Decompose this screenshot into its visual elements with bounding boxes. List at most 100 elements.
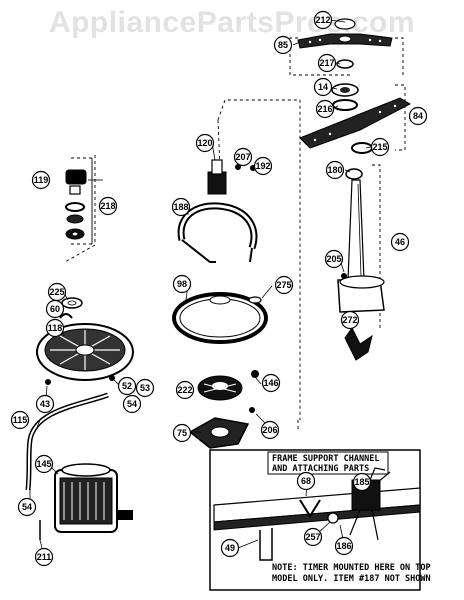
label-120: 120 [195, 133, 215, 153]
label-215: 215 [370, 137, 390, 157]
label-75: 75 [172, 423, 192, 443]
label-275: 275 [274, 275, 294, 295]
label-185: 185 [352, 472, 372, 492]
label-60: 60 [45, 299, 65, 319]
svg-text:68: 68 [301, 476, 311, 486]
label-145: 145 [34, 454, 54, 474]
label-192: 192 [253, 156, 273, 176]
screw-206 [249, 407, 255, 413]
bearing-14 [331, 83, 359, 97]
inset-note-line2: MODEL ONLY. ITEM #187 NOT SHOWN [272, 574, 431, 584]
motor-mount-plate [36, 323, 134, 381]
label-68: 68 [296, 471, 316, 491]
svg-text:145: 145 [36, 459, 51, 469]
svg-text:49: 49 [225, 543, 235, 553]
svg-text:14: 14 [318, 82, 328, 92]
svg-text:207: 207 [235, 152, 250, 162]
inset-title-line2: AND ATTACHING PARTS [272, 464, 369, 474]
label-146: 146 [261, 373, 281, 393]
svg-text:46: 46 [395, 237, 405, 247]
inset-title-line1: FRAME SUPPORT CHANNEL [272, 454, 379, 464]
label-46: 46 [390, 232, 410, 252]
label-115: 115 [10, 410, 30, 430]
inset-note-line1: NOTE: TIMER MOUNTED HERE ON TOP [272, 563, 431, 573]
svg-text:115: 115 [13, 415, 28, 425]
label-54-bottom: 54 [17, 497, 37, 517]
svg-text:84: 84 [413, 111, 423, 121]
svg-text:215: 215 [372, 142, 387, 152]
svg-text:119: 119 [34, 175, 49, 185]
label-211: 211 [34, 547, 54, 567]
clip-60 [59, 313, 73, 319]
screw-205 [341, 273, 347, 279]
svg-text:53: 53 [140, 383, 150, 393]
label-257: 257 [303, 527, 323, 547]
label-222: 222 [175, 380, 195, 400]
label-218: 218 [98, 196, 118, 216]
svg-text:98: 98 [177, 279, 187, 289]
label-119: 119 [31, 170, 51, 190]
lower-spray-arm [299, 97, 412, 149]
label-118: 118 [45, 318, 65, 338]
part-labels: 212 85 217 14 216 84 215 120 207 192 119… [10, 10, 428, 567]
pump-cover-75 [188, 417, 250, 449]
label-188: 188 [171, 197, 191, 217]
svg-text:225: 225 [49, 287, 64, 297]
label-207: 207 [233, 147, 253, 167]
svg-text:118: 118 [48, 323, 63, 333]
inset-frame [209, 449, 421, 591]
svg-text:180: 180 [327, 165, 342, 175]
svg-text:205: 205 [326, 254, 341, 264]
svg-text:206: 206 [262, 425, 277, 435]
label-272: 272 [340, 310, 360, 330]
svg-text:272: 272 [342, 315, 357, 325]
washer-275 [248, 296, 262, 304]
svg-text:43: 43 [40, 399, 50, 409]
label-205: 205 [324, 249, 344, 269]
svg-text:60: 60 [50, 304, 60, 314]
label-52: 52 [117, 376, 137, 396]
svg-text:186: 186 [336, 541, 351, 551]
svg-text:85: 85 [278, 40, 288, 50]
seal-ring-98 [172, 292, 268, 344]
label-53: 53 [135, 378, 155, 398]
label-217: 217 [317, 53, 337, 73]
label-212: 212 [313, 10, 333, 30]
valve-120 [207, 159, 256, 195]
svg-text:212: 212 [315, 15, 330, 25]
impeller-222 [197, 375, 243, 401]
label-43: 43 [35, 394, 55, 414]
label-206: 206 [260, 420, 280, 440]
svg-text:120: 120 [197, 138, 212, 148]
impeller-272 [344, 327, 373, 361]
motor [39, 463, 133, 540]
pump-assembly [65, 169, 87, 240]
dashed-guides [64, 37, 406, 430]
svg-text:192: 192 [255, 161, 270, 171]
svg-text:54: 54 [127, 399, 137, 409]
ring-216 [332, 99, 358, 111]
label-216: 216 [315, 99, 335, 119]
svg-text:52: 52 [122, 381, 132, 391]
label-85: 85 [273, 35, 293, 55]
svg-text:75: 75 [177, 428, 187, 438]
label-186: 186 [334, 536, 354, 556]
svg-text:188: 188 [173, 202, 188, 212]
svg-text:257: 257 [305, 532, 320, 542]
screw-146 [251, 370, 259, 378]
svg-text:54: 54 [22, 502, 32, 512]
spray-tower-46 [337, 168, 385, 313]
upper-spray-arm [297, 18, 393, 49]
label-54-top: 54 [122, 394, 142, 414]
label-225: 225 [47, 282, 67, 302]
ring-215 [351, 142, 373, 154]
label-84: 84 [408, 106, 428, 126]
screw-43 [45, 379, 51, 385]
label-180: 180 [325, 160, 345, 180]
svg-text:218: 218 [100, 201, 115, 211]
label-49: 49 [220, 538, 240, 558]
svg-text:146: 146 [263, 378, 278, 388]
svg-text:275: 275 [276, 280, 291, 290]
